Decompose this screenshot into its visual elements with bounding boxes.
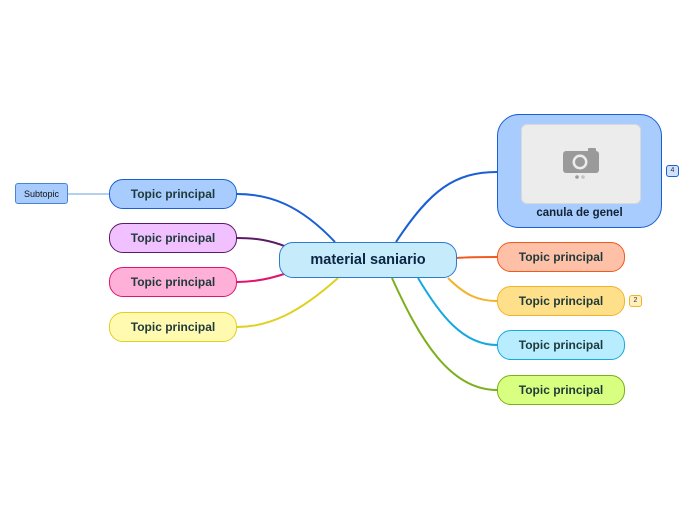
connector-right-topic-2 — [447, 277, 498, 302]
topic-label: Topic principal — [130, 231, 216, 245]
camera-icon — [563, 148, 599, 179]
connector-image-node — [395, 171, 498, 243]
connector-right-topic-3 — [417, 277, 498, 346]
right-topic-3[interactable]: Topic principal — [497, 330, 625, 360]
topic-label: Topic principal — [130, 320, 216, 334]
subtopic-label: Subtopic — [23, 188, 60, 199]
connector-left-topic-3 — [236, 272, 288, 283]
image-topic-label: canula de genel — [536, 207, 623, 219]
right-topic-1[interactable]: Topic principal — [497, 242, 625, 272]
right-topic-2[interactable]: Topic principal — [497, 286, 625, 316]
child-count-badge[interactable]: 4 — [666, 165, 679, 177]
left-topic-3[interactable]: Topic principal — [109, 267, 237, 297]
connector-left-topic-2 — [236, 237, 288, 248]
topic-label: Topic principal — [518, 294, 604, 308]
connector-left-topic-4 — [236, 277, 339, 328]
image-placeholder — [521, 124, 641, 204]
child-count-badge[interactable]: 2 — [629, 295, 642, 307]
left-topic-1[interactable]: Topic principal — [109, 179, 237, 209]
connector-right-topic-4 — [391, 277, 498, 391]
left-topic-2[interactable]: Topic principal — [109, 223, 237, 253]
subtopic-node[interactable]: Subtopic — [15, 183, 68, 204]
image-topic-canula[interactable]: canula de genel — [497, 114, 662, 228]
topic-label: Topic principal — [518, 383, 604, 397]
right-topic-4[interactable]: Topic principal — [497, 375, 625, 405]
connector-right-topic-1 — [455, 256, 498, 259]
central-topic[interactable]: material saniario — [279, 242, 457, 278]
topic-label: Topic principal — [130, 275, 216, 289]
topic-label: Topic principal — [518, 250, 604, 264]
topic-label: Topic principal — [130, 187, 216, 201]
topic-label: Topic principal — [518, 338, 604, 352]
central-topic-label: material saniario — [310, 252, 426, 268]
connector-left-topic-1 — [236, 193, 336, 243]
left-topic-4[interactable]: Topic principal — [109, 312, 237, 342]
